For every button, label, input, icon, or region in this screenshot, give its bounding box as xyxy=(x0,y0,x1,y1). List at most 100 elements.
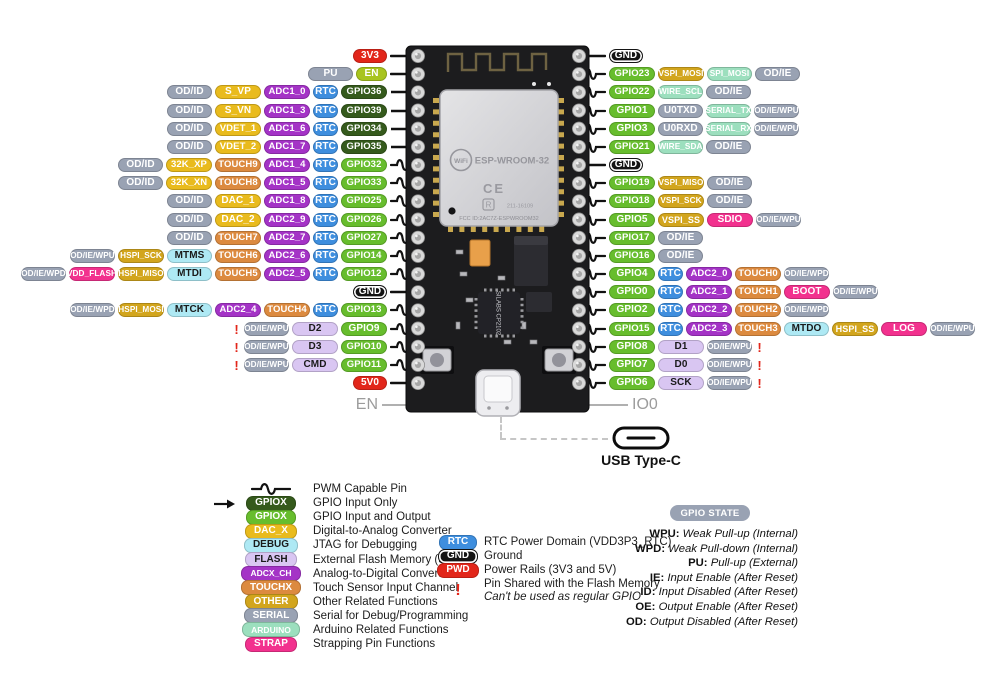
pin-badge-TOUCH7: TOUCH7 xyxy=(215,231,261,245)
pin-badge-RTC: RTC xyxy=(313,249,338,263)
pin-badge-D2: D2 xyxy=(292,322,338,336)
gpio-state-item-id: ID: Input Disabled (After Reset) xyxy=(622,585,798,600)
pin-badge-U0RXD: U0RXD xyxy=(658,122,703,136)
pin-badge-ADC1_0: ADC1_0 xyxy=(264,85,310,99)
pin-badge-OD-ID: OD/ID xyxy=(167,194,212,208)
module-pads xyxy=(433,98,564,232)
legend-item-description: External Flash Memory (SPI) xyxy=(313,553,461,566)
pin-badge-GPIO36: GPIO36 xyxy=(341,85,387,99)
esp-module-shield xyxy=(439,89,559,227)
pin-row-left-3V3: 3V3 xyxy=(353,47,418,65)
pin-badge-RTC: RTC xyxy=(658,322,683,336)
pin-badge-OD-ID: OD/ID xyxy=(167,122,212,136)
pin-badge-VSPI_MOSI: VSPI_MOSI xyxy=(658,67,704,81)
pin-badge-RTC: RTC xyxy=(313,158,338,172)
usb-callout-dash-horizontal xyxy=(500,438,608,440)
pin-badge-GPIO25: GPIO25 xyxy=(341,194,387,208)
pin-badge-GPIO33: GPIO33 xyxy=(341,176,387,190)
legend-badge-rtc: RTC xyxy=(438,534,478,550)
pin1-marker xyxy=(448,207,456,215)
pin-badge-OD-IE-WPU: OD/IE/WPU xyxy=(754,104,799,118)
pin-badge-GPIO6: GPIO6 xyxy=(609,376,655,390)
pin-badge-OD-ID: OD/ID xyxy=(167,213,212,227)
legend-item-pwm: PWM Capable Pin xyxy=(238,482,468,496)
legend-badge-adcx_ch: ADCX_CH xyxy=(241,566,301,582)
legend-badge-slot: GND xyxy=(437,548,479,564)
legend-item-description: PWM Capable Pin xyxy=(313,483,407,496)
pwm-squiggle-icon xyxy=(251,483,291,495)
pin-badge-VDET_2: VDET_2 xyxy=(215,140,261,154)
gpio-state-key: WPU: xyxy=(649,528,683,540)
legend-badge-other: OTHER xyxy=(244,594,298,610)
pin-row-right-GND: GND xyxy=(578,156,643,174)
pin-badge-GPIO2: GPIO2 xyxy=(609,303,655,317)
legend-badge-debug: DEBUG xyxy=(243,537,299,553)
pin-badge-TOUCH9: TOUCH9 xyxy=(215,158,261,172)
pin-badge-MTCK: MTCK xyxy=(167,303,212,317)
legend-item-description: Digital-to-Analog Converter xyxy=(313,525,452,538)
pin-badge-TOUCH8: TOUCH8 xyxy=(215,176,261,190)
pin-badge-MTDI: MTDI xyxy=(167,267,212,281)
pin-badge-5V0: 5V0 xyxy=(353,376,387,390)
legend-item-description: JTAG for Debugging xyxy=(313,539,417,552)
pin-badge-VSPI_SCK: VSPI_SCK xyxy=(658,194,704,208)
legend-badge-slot: DAC_X xyxy=(238,523,304,539)
pin-badge-ADC1_8: ADC1_8 xyxy=(264,194,310,208)
pin-badge-GPIO35: GPIO35 xyxy=(341,140,387,154)
usb-type-c-label: USB Type-C xyxy=(601,452,681,468)
gpio-state-item-pu: PU: Pull-up (External) xyxy=(622,556,798,571)
pin-badge-GPIO18: GPIO18 xyxy=(609,194,655,208)
gpio-state-key: WPD: xyxy=(634,542,669,555)
pin-holes-right xyxy=(571,48,586,391)
legend-badge-touchx: TOUCHX xyxy=(240,580,302,596)
gpio-state-key: IE: xyxy=(649,571,668,584)
pin-badge-ADC2_4: ADC2_4 xyxy=(215,303,261,317)
pin-badge-TOUCH5: TOUCH5 xyxy=(215,267,261,281)
usb-callout-dash-vertical xyxy=(500,417,502,438)
pin-badge-EN: EN xyxy=(356,67,387,81)
legend-item-description: Analog-to-Digital Converter xyxy=(313,567,452,580)
pin-badge-GPIO13: GPIO13 xyxy=(341,303,387,317)
legend-badge-serial: SERIAL xyxy=(243,608,299,624)
io0-pin-label: IO0 xyxy=(632,396,658,413)
usb-type-c-icon xyxy=(612,426,670,450)
legend-item-description: Arduino Related Functions xyxy=(313,623,449,636)
reg-mark-box xyxy=(482,198,495,211)
pin-badge-OD-IE: OD/IE xyxy=(658,249,703,263)
en-pin-label: EN xyxy=(355,396,378,413)
pin-badge-SERIAL_RX: SERIAL_RX xyxy=(705,122,752,136)
pin-badge-TOUCH2: TOUCH2 xyxy=(735,303,781,317)
pin-badge-OD-IE: OD/IE xyxy=(658,231,703,245)
pin-badge-GPIO16: GPIO16 xyxy=(609,249,655,263)
gpio-state-value: Weak Pull-up (Internal) xyxy=(682,528,798,540)
pin-badge-GPIO8: GPIO8 xyxy=(609,340,655,354)
boot-button xyxy=(542,346,576,374)
pin-badge-OD-IE-WPD: OD/IE/WPD xyxy=(784,267,829,281)
pin-badge-RTC: RTC xyxy=(313,194,338,208)
legend-badge-slot xyxy=(238,482,304,496)
pin-badge-OD-IE-WPU: OD/IE/WPU xyxy=(244,358,289,372)
pin-badge-RTC: RTC xyxy=(313,176,338,190)
pin-badge-LOG: LOG xyxy=(881,322,927,336)
pin-badge-GPIO11: GPIO11 xyxy=(341,358,387,372)
reg-mark: R xyxy=(486,201,492,210)
